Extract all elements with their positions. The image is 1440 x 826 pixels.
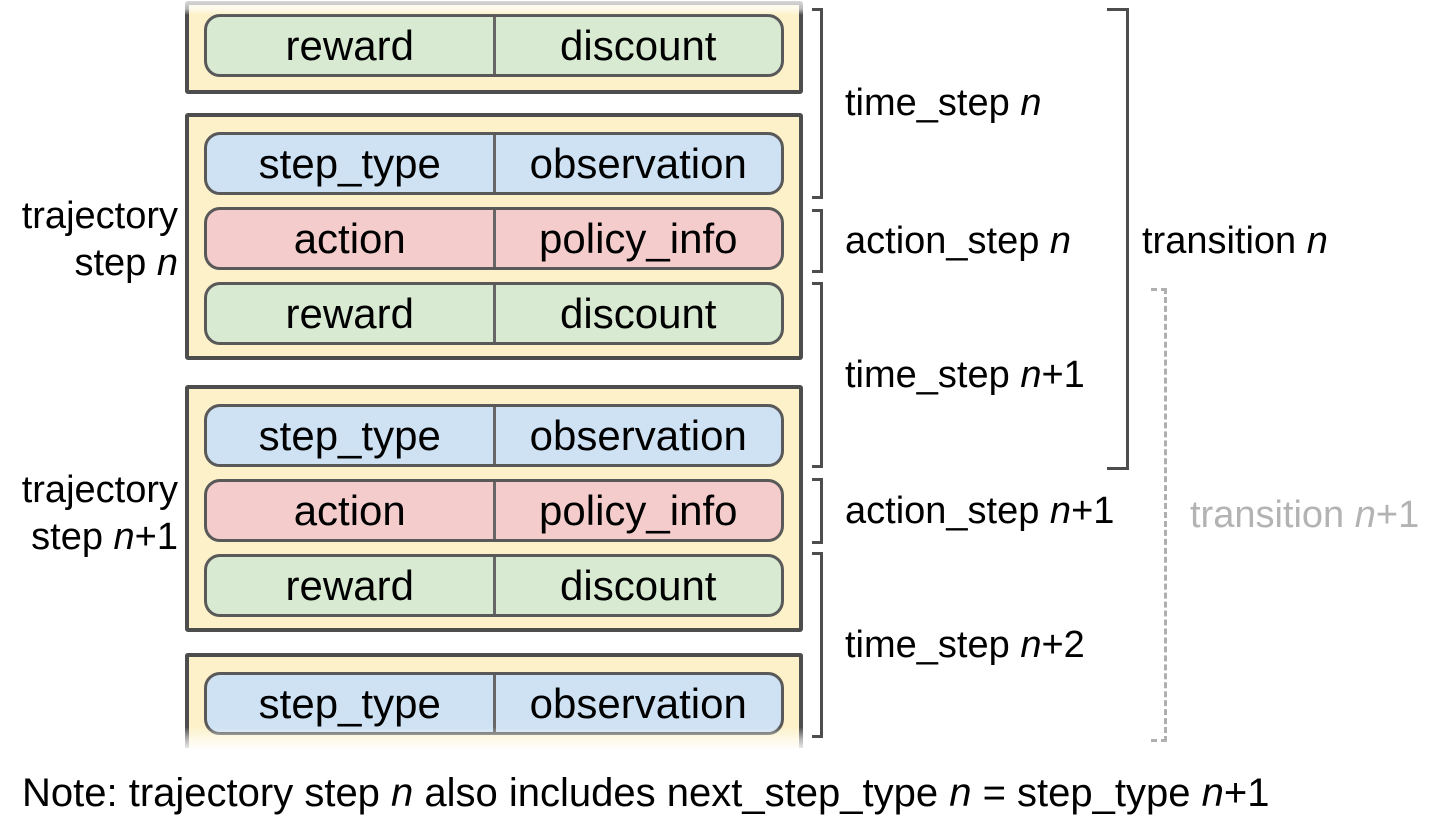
cell-discount: discount [560,21,717,69]
cell-step-type: step_type [258,411,441,459]
cell-step-type: step_type [258,679,441,727]
label-line: trajectory [21,469,178,511]
bracket-time-step-n-plus-1 [812,282,823,468]
cell-divider [492,135,496,192]
bracket-time-step-n-plus-2 [812,552,823,738]
label-line: step n [74,242,178,284]
label-time-step-n-plus-2: time_step n+2 [845,624,1085,666]
row-steptype-observation: step_type observation [204,672,784,735]
cell-divider [492,557,496,614]
trajectory-step-box-n-plus-1: step_type observation action policy_info… [185,385,803,632]
row-action-policyinfo: action policy_info [204,479,784,542]
row-reward-discount: reward discount [204,554,784,617]
cell-observation: observation [529,139,747,187]
cell-step-type: step_type [258,139,441,187]
cell-discount: discount [560,561,717,609]
label-action-step-n-plus-1: action_step n+1 [845,490,1115,532]
row-reward-discount: reward discount [204,14,784,77]
cell-policy-info: policy_info [539,214,738,262]
cell-divider [492,675,496,732]
cell-observation: observation [529,411,747,459]
cell-reward: reward [285,561,414,609]
cell-divider [492,407,496,464]
trajectory-step-box-partial-bottom: step_type observation [185,653,803,748]
label-action-step-n: action_step n [845,220,1072,262]
label-time-step-n-plus-1: time_step n+1 [845,354,1085,396]
footnote: Note: trajectory step n also includes ne… [22,771,1270,815]
cell-action: action [293,214,406,262]
cell-action: action [293,486,406,534]
label-transition-n-plus-1: transition n+1 [1190,494,1420,536]
row-steptype-observation: step_type observation [204,132,784,195]
cell-reward: reward [285,289,414,337]
label-time-step-n: time_step n [845,82,1042,124]
cell-policy-info: policy_info [539,486,738,534]
row-action-policyinfo: action policy_info [204,207,784,270]
row-reward-discount: reward discount [204,282,784,345]
cell-reward: reward [285,21,414,69]
label-line: step n+1 [31,516,178,558]
trajectory-step-box-partial-top: reward discount [185,1,803,94]
bracket-transition-n [1107,8,1129,470]
cell-divider [492,285,496,342]
cell-divider [492,482,496,539]
bracket-transition-n-plus-1-dashed [1151,288,1167,742]
cell-observation: observation [529,679,747,727]
trajectory-step-box-n: step_type observation action policy_info… [185,113,803,360]
cell-discount: discount [560,289,717,337]
bracket-time-step-n [812,8,823,199]
bracket-action-step-n-plus-1 [812,478,823,544]
row-steptype-observation: step_type observation [204,404,784,467]
label-trajectory-step-n-plus-1: trajectory step n+1 [0,467,178,561]
cell-divider [492,210,496,267]
label-trajectory-step-n: trajectory step n [0,193,178,287]
bracket-action-step-n [812,209,823,273]
label-line: trajectory [21,195,178,237]
label-transition-n: transition n [1142,220,1328,262]
cell-divider [492,17,496,74]
